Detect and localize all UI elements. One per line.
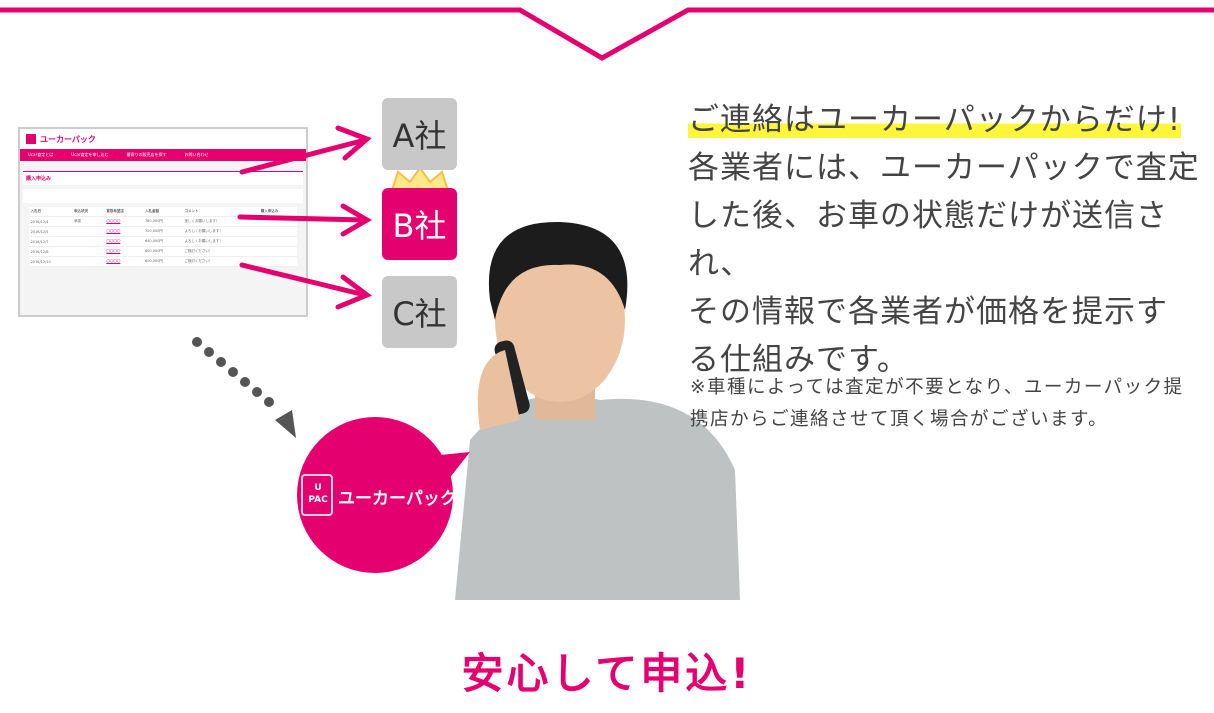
person-on-phone-image	[455, 221, 740, 600]
message-line: る仕組みです。	[688, 342, 909, 378]
mini-table-cell: 600,000円	[142, 246, 183, 257]
mini-table-cell: 〇〇〇〇	[104, 246, 143, 257]
mini-table-cell: 〇〇〇〇	[104, 216, 143, 227]
dotted-arrow	[192, 337, 296, 438]
mini-table-cell: 2016/12/4	[28, 216, 73, 227]
mini-nav: Ucar査定とは Ucar査定を申し込む 最寄りの販売店を探す お問い合わせ	[20, 149, 306, 161]
company-a: A社	[382, 98, 457, 170]
mini-table-cell: 2016/12/10	[28, 256, 73, 267]
mini-nav-item: Ucar査定とは	[28, 152, 54, 157]
mini-logo: ユーカーパック	[20, 129, 306, 149]
mini-table-cell	[72, 246, 105, 257]
mini-table-cell: ご検討ください！	[182, 246, 259, 257]
mini-table-cell: 2016/12/8	[28, 246, 73, 257]
company-c: C社	[382, 276, 457, 348]
cta-heading: 安心して申込!	[461, 649, 753, 698]
mini-table-cell	[72, 256, 105, 267]
mini-nav-item: Ucar査定を申し込む	[71, 152, 109, 157]
mini-table-cell: よろしくお願いします！	[182, 226, 259, 237]
mini-table-cell: 宜しくお願いします！	[182, 216, 259, 227]
mini-table-cell: 600,000円	[142, 256, 183, 267]
company-b: B社	[382, 188, 457, 260]
upac-logo: U PAC	[308, 483, 328, 505]
mini-table-cell: 〇〇〇〇	[104, 226, 143, 237]
mini-table-cell: 2016/12/7	[28, 236, 73, 247]
mini-table-cell: 〇〇〇〇	[104, 256, 143, 267]
mini-table-cell: ご検討ください！	[182, 256, 259, 267]
mini-nav-item: 最寄りの販売店を探す	[126, 152, 167, 157]
brand-name: ユーカーパック	[338, 489, 457, 509]
mini-table-cell: 〇〇〇〇	[104, 236, 143, 247]
mini-table-cell: 720,000円	[142, 226, 183, 237]
mini-logo-text: ユーカーパック	[40, 134, 96, 144]
note-text: ※車種によっては査定が不要となり、ユーカーパック提携店からご連絡させて頂く場合が…	[690, 377, 1184, 430]
mini-table-cell	[72, 226, 105, 237]
mini-table-cell: 780,000円	[142, 216, 183, 227]
crown-icon	[390, 166, 450, 191]
arrow-to-b	[237, 214, 368, 223]
mini-table-cell: 2016/12/5	[28, 226, 73, 237]
mini-table-cell: 640,000円	[142, 236, 183, 247]
arrow-to-c	[239, 262, 368, 298]
mini-table-cell	[72, 236, 105, 247]
mini-site-screenshot: ユーカーパック Ucar査定とは Ucar査定を申し込む 最寄りの販売店を探す …	[18, 127, 308, 317]
message-highlight: ご連絡はユーカーパックからだけ!	[688, 102, 1182, 138]
message-line: 各業者には、ユーカーパックで査定	[688, 150, 1200, 186]
message-line: した後、お車の状態だけが送信され、	[688, 198, 1168, 282]
brand-bubble	[297, 417, 470, 573]
mini-nav-item: お問い合わせ	[184, 152, 209, 157]
mini-section-title: 購入申込み	[23, 171, 303, 185]
message-line: その情報で各業者が価格を提示す	[688, 294, 1168, 330]
arrow-to-a	[239, 137, 368, 175]
section-divider-arrow	[0, 7, 1214, 61]
mini-table-cell: よろしくお願いします！	[182, 236, 259, 247]
message-text: ご連絡はユーカーパックからだけ! 各業者には、ユーカーパックで査定 した後、お車…	[688, 96, 1214, 384]
mini-table-cell: 承認	[72, 216, 105, 227]
